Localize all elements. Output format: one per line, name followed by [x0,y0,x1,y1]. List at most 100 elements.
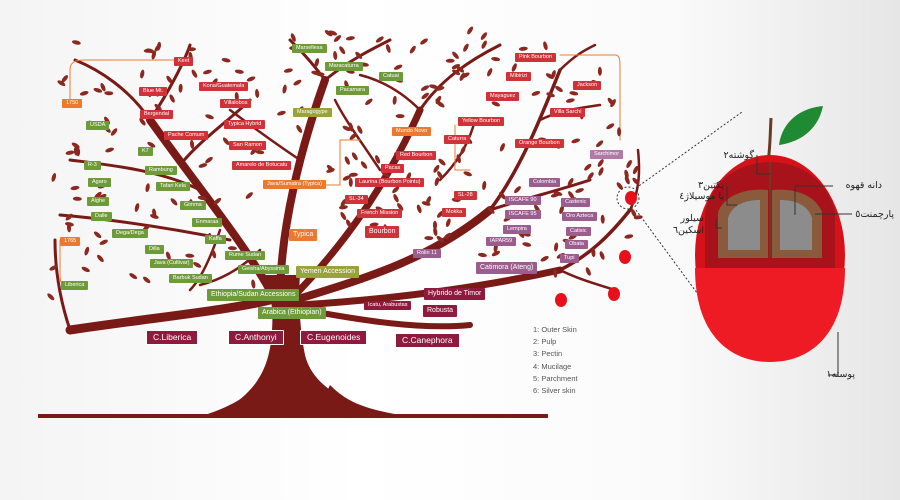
leaf [522,242,532,247]
leaf [203,69,212,75]
leaf [445,218,451,228]
leaf [154,43,161,52]
leaf [584,163,592,171]
label-1765: 1765 [60,237,81,246]
leaf [409,45,416,54]
leaf [169,94,175,103]
leaf [185,253,195,258]
label-jackson: Jackson [573,81,602,90]
leaf [463,43,469,52]
leaf [624,234,634,239]
label-bourbon: Bourbon [365,226,400,238]
leaf [104,91,114,96]
leaf [461,72,470,79]
leaf [445,58,455,63]
leaf [569,91,579,96]
label-iapar59: IAPAR59 [486,237,517,246]
bean-right [780,200,812,250]
tree-cherries [555,191,637,307]
label-maragogype: Maragogype [293,108,332,117]
leaf [94,191,102,199]
label-castenic: Castenic [561,198,591,207]
label-mibirizi: Mibirizi [506,72,532,81]
leaf [65,213,73,221]
leaf [443,232,452,239]
leaf [205,114,214,120]
leaf [251,279,256,289]
leaf [559,205,564,214]
label-catuai: Catuai [379,72,403,81]
leaf [531,90,541,96]
leaf [607,97,614,106]
leaf [193,262,202,268]
label-marsellesa: Marsellesa [292,44,327,53]
leaf [49,265,58,271]
fruit-label-parchment: پارچمنت٥ [855,209,894,220]
label-mundo-novo: Mundo Novo [392,127,432,136]
leaf [395,114,405,119]
legend-item: 1: Outer Skin [533,325,577,334]
legend-item: 6: Silver skin [533,386,576,396]
leaf [71,142,80,149]
leaf [143,48,153,53]
label-orange-bourbon: Orange Bourbon [515,139,564,148]
leaf [47,293,55,301]
leaf [234,92,239,101]
leaf [355,51,363,59]
leaf [626,159,632,169]
leaf [568,191,575,199]
bean-left [728,200,760,250]
leaf [437,171,443,180]
leaf [540,256,549,262]
label-san-ramon: San Ramon [229,141,267,150]
leaf [51,173,57,182]
label-caturra: Caturra [444,135,471,144]
label-1750: 1750 [62,99,83,108]
leaf [375,36,384,43]
leaf [81,266,90,273]
leaf [234,69,244,74]
leaf [616,182,623,190]
label-pache-comum: Pache Comum [164,131,209,140]
leaf [344,156,350,165]
leaf [134,203,140,212]
fruit-label-silver-skin-1: سیلور [680,213,704,224]
label-french-mission: French Mission [357,209,403,218]
tree-roots [205,385,400,416]
label-pink-bourbon: Pink Bourbon [515,53,557,62]
leaf [463,171,472,177]
label-bergendal: Bergendal [140,110,174,119]
label-oro-azteca: Oro Azteca [562,212,598,221]
leaf [591,248,596,258]
fruit-label-outer-skin: پوسته١ [826,369,855,380]
leaf [314,58,320,67]
leaf [421,201,431,206]
label-yemen-accession: Yemen Accession [296,266,359,278]
fruit-label-silver-skin-2: اسکین٦ [672,225,704,236]
leaf [375,155,381,164]
label-sl-34: SL-34 [345,195,368,204]
leaf [491,250,501,257]
fruit-layer-legend: 1: Outer Skin 2: Pulp 3: Pectin 4: Mucil… [533,324,578,397]
label-iscafe-95: ISCAFE 95 [505,210,541,219]
leaf [282,84,287,94]
fruit-label-mucilage: یا موسیلاژ٤ [679,191,724,202]
leaf [277,110,286,116]
leaf [551,70,556,79]
leaf [632,165,639,175]
leaf [333,35,342,42]
leaf [255,89,260,98]
leaf [93,231,102,239]
label-sarchimor: Sarchimor [590,150,624,159]
leaf [606,123,615,130]
cherry [608,287,620,301]
leaf [624,169,629,179]
label-maracaturra: Maracaturra [325,62,363,71]
zoom-circle [616,186,640,210]
leaf [392,95,397,105]
leaf [165,251,171,261]
leaf [340,212,347,220]
leaf [221,58,231,63]
label-c-anthonyi: C.Anthonyi [228,330,284,345]
leaf [105,147,114,153]
